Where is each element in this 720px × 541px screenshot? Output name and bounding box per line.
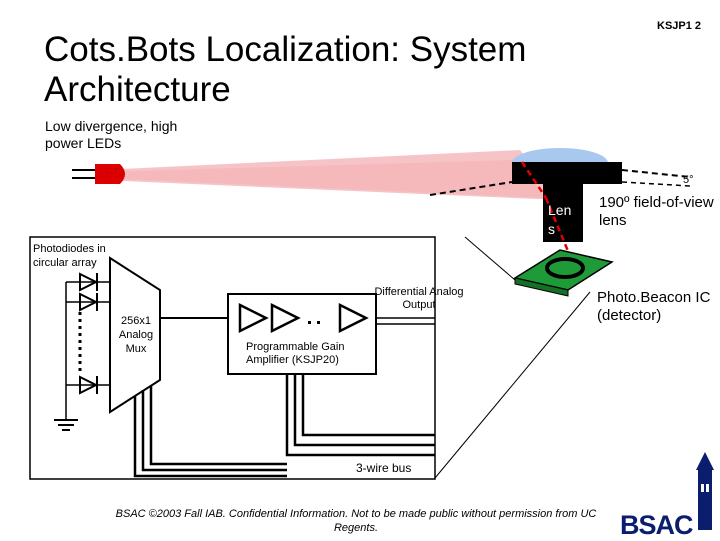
led-beam-cone xyxy=(100,150,560,200)
field-of-view-label: 190º field-of-view lens xyxy=(599,194,714,229)
dashed-line-right xyxy=(621,169,691,178)
inset-line-top xyxy=(464,236,516,281)
photodiode-icon xyxy=(79,375,99,395)
slide-title: Cots.Bots Localization: System Architect… xyxy=(44,30,527,109)
led-icon xyxy=(72,164,125,184)
amplifier-label: Programmable Gain Amplifier (KSJP20) xyxy=(246,341,345,366)
bus-label: 3-wire bus xyxy=(356,461,412,475)
amplifier-triangle-icon xyxy=(238,302,269,334)
mux-label: 256x1 Analog Mux xyxy=(118,315,154,355)
bsac-logo: BSAC xyxy=(620,510,694,540)
led-caption: Low divergence, high power LEDs xyxy=(45,118,178,151)
photodiode-icon xyxy=(79,272,99,292)
amplifier-ellipsis xyxy=(317,321,320,324)
ground-icon xyxy=(54,412,78,431)
laser-path xyxy=(520,161,548,199)
led-label: LED xyxy=(98,165,124,180)
amplifier-block xyxy=(227,293,377,375)
photodiode-icon xyxy=(79,292,99,312)
lens-housing-top xyxy=(512,162,622,184)
campanile-icon xyxy=(696,452,714,530)
differential-output-label: Differential Analog Output xyxy=(374,286,464,311)
slide-number: KSJP1 2 xyxy=(657,20,702,32)
angle-label: 5° xyxy=(683,174,694,186)
copyright-footer: BSAC ©2003 Fall IAB. Confidential Inform… xyxy=(115,508,597,534)
lens-housing-stem xyxy=(543,184,583,242)
analog-mux xyxy=(109,256,161,414)
detector-chip-icon xyxy=(513,249,614,297)
three-wire-bus xyxy=(133,374,435,478)
inset-line-bottom xyxy=(434,291,591,479)
dashed-line-angle xyxy=(621,181,691,187)
photodiode-label: Photodiodes in circular array xyxy=(33,243,106,269)
photodiode-array xyxy=(65,272,112,412)
dashed-line-left xyxy=(429,181,513,196)
amplifier-triangle-icon xyxy=(338,302,369,334)
amplifier-triangle-icon xyxy=(270,302,301,334)
amplifier-ellipsis xyxy=(308,321,311,324)
photobeacon-label: Photo.Beacon IC (detector) xyxy=(597,289,711,324)
lens-label: Len s xyxy=(548,202,572,237)
